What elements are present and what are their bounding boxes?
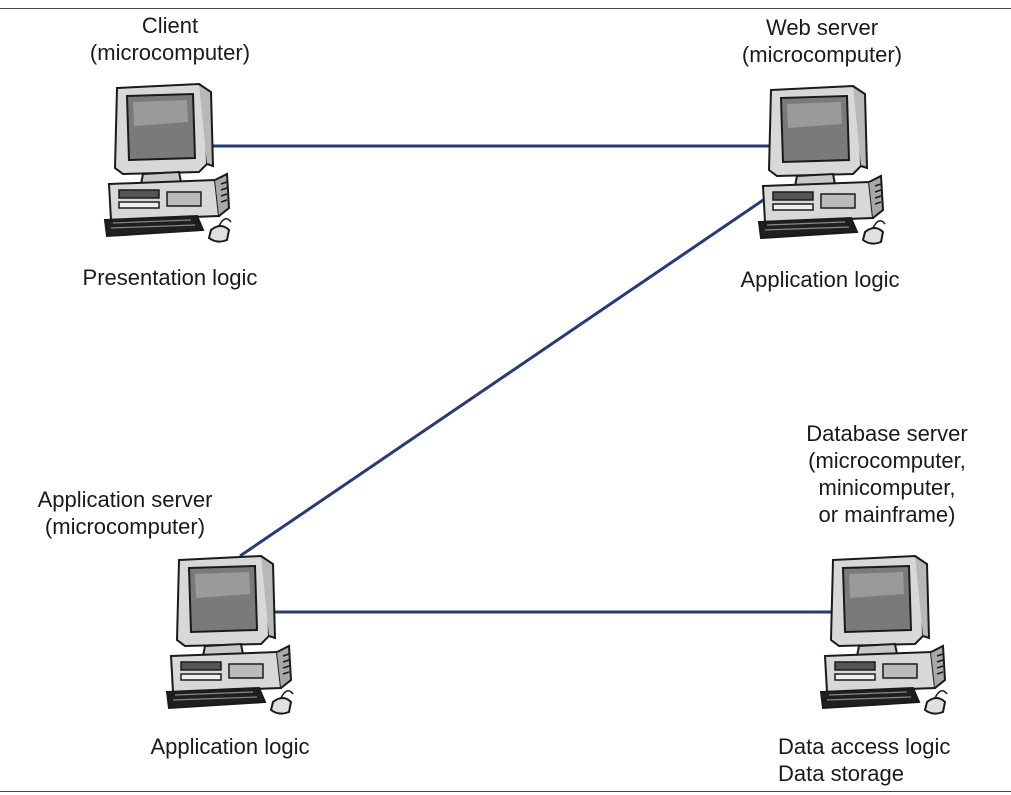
app-server-title-line-2: (microcomputer) (44, 514, 206, 539)
db-server-title-line-3: minicomputer, (818, 475, 956, 500)
client-title-line-2: (microcomputer) (89, 40, 251, 65)
app-server-computer-icon (160, 554, 300, 719)
web-server-role-line-1: Application logic (740, 267, 900, 292)
db-server-role-line-2: Data storage (778, 761, 904, 786)
app-server-title: Application server (microcomputer) (0, 486, 250, 540)
db-server-title: Database server (microcomputer, minicomp… (772, 420, 1002, 528)
web-server-role: Application logic (690, 266, 950, 293)
app-server-role: Application logic (100, 733, 360, 760)
link-web-server-app-server (239, 188, 779, 558)
client-title: Client (microcomputer) (60, 12, 280, 66)
top-border (0, 8, 1011, 9)
app-server-role-line-1: Application logic (150, 734, 310, 759)
web-server-title: Web server (microcomputer) (712, 14, 932, 68)
client-computer-icon (98, 82, 238, 247)
client-role-line-1: Presentation logic (82, 265, 258, 290)
web-server-computer-icon (752, 84, 892, 249)
db-server-role-line-1: Data access logic (778, 734, 951, 759)
app-server-title-line-1: Application server (37, 487, 213, 512)
web-server-title-line-1: Web server (765, 15, 879, 40)
bottom-border (0, 791, 1011, 792)
web-server-title-line-2: (microcomputer) (741, 42, 903, 67)
db-server-title-line-4: or mainframe) (818, 502, 956, 527)
client-role: Presentation logic (40, 264, 300, 291)
db-server-title-line-2: (microcomputer, (808, 448, 966, 473)
db-server-computer-icon (814, 554, 954, 719)
db-server-role: Data access logic Data storage (778, 733, 1008, 787)
db-server-title-line-1: Database server (806, 421, 968, 446)
client-title-line-1: Client (141, 13, 199, 38)
